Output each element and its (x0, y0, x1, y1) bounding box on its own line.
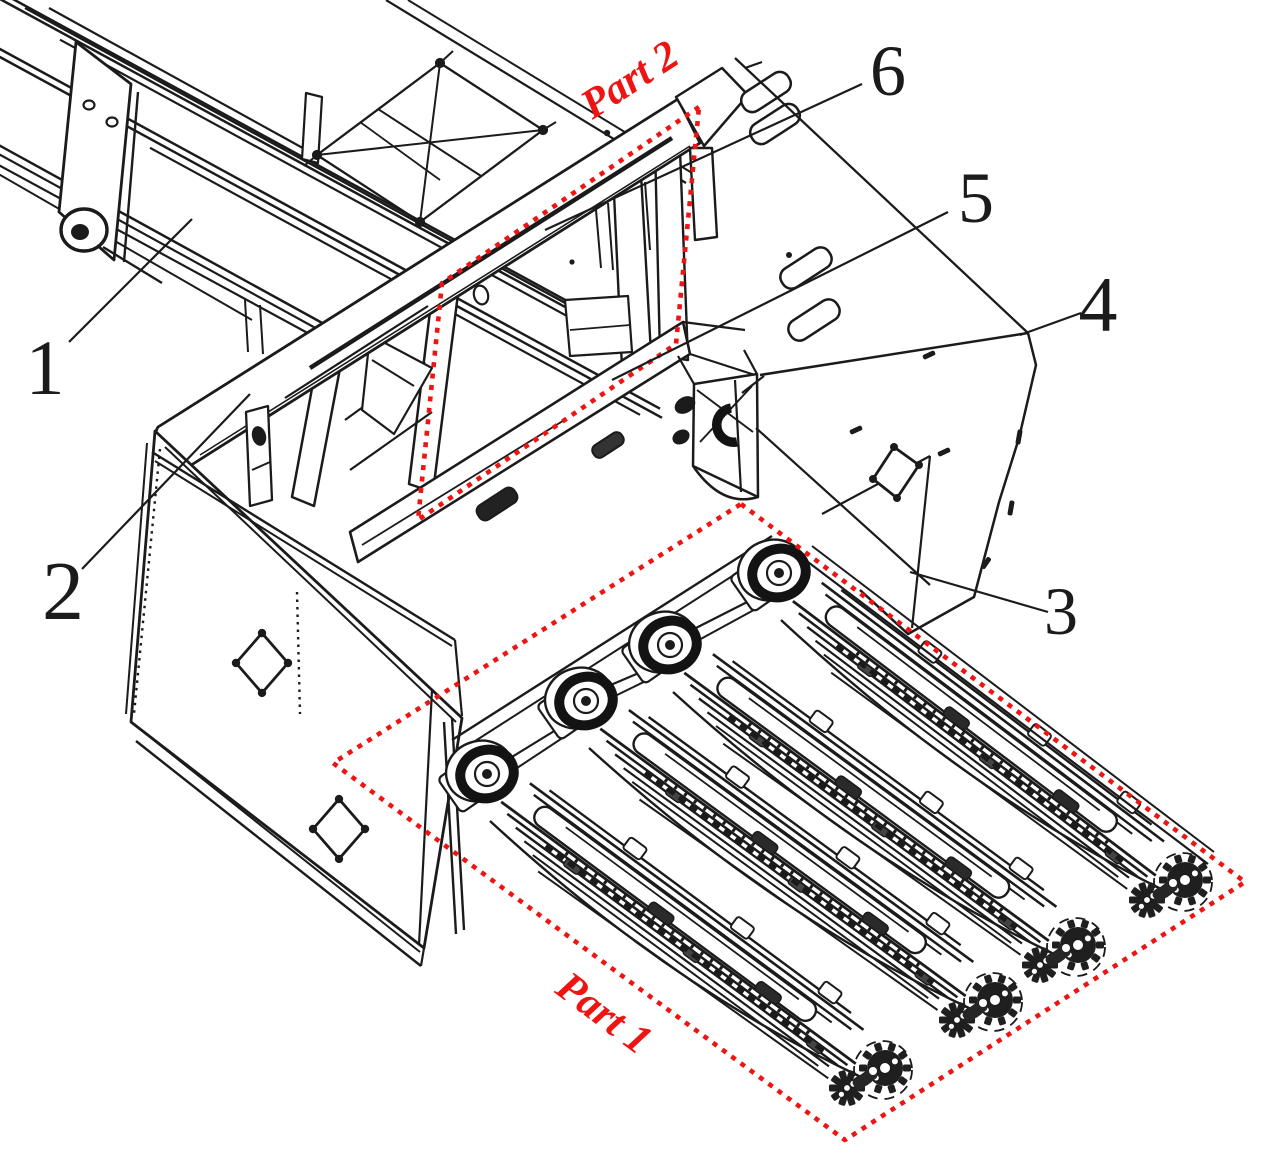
svg-text:1: 1 (26, 324, 65, 411)
svg-text:2: 2 (42, 545, 84, 638)
svg-text:3: 3 (1044, 573, 1078, 649)
svg-text:5: 5 (958, 158, 994, 238)
svg-text:6: 6 (870, 31, 906, 111)
svg-text:4: 4 (1079, 261, 1118, 348)
